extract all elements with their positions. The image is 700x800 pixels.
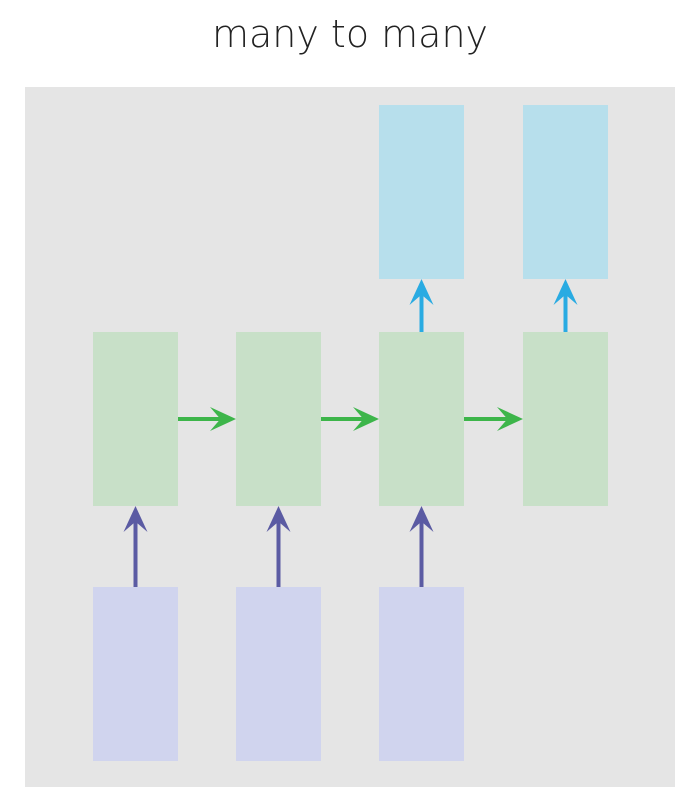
input-arrow — [266, 506, 291, 587]
recurrent-arrow — [321, 407, 379, 431]
input-box — [379, 587, 464, 761]
input-arrow — [409, 506, 434, 587]
input-arrow — [123, 506, 148, 587]
output-box — [523, 105, 608, 279]
hidden-state-box — [236, 332, 321, 506]
input-box — [236, 587, 321, 761]
hidden-state-box — [379, 332, 464, 506]
hidden-state-box — [523, 332, 608, 506]
output-arrow — [409, 279, 434, 332]
input-box — [93, 587, 178, 761]
hidden-state-box — [93, 332, 178, 506]
diagram-title: many to many — [211, 12, 489, 56]
output-box — [379, 105, 464, 279]
recurrent-arrow — [178, 407, 236, 431]
recurrent-arrow — [464, 407, 523, 431]
output-arrow — [553, 279, 578, 332]
